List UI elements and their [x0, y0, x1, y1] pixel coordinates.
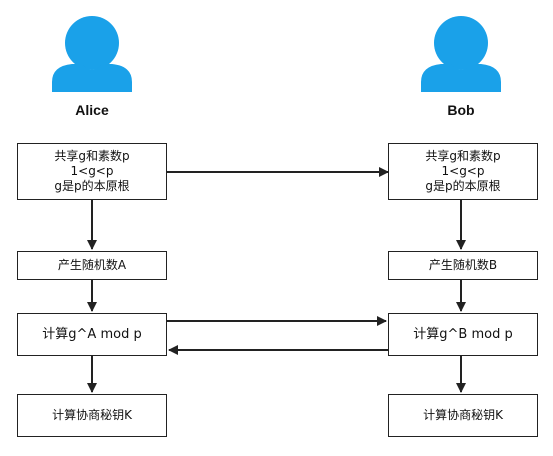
alice-shared-line-3: g是p的本原根 [54, 179, 130, 193]
bob-key-box: 计算协商秘钥K [388, 394, 538, 437]
alice-random-label: 产生随机数A [57, 258, 127, 272]
bob-key-label: 计算协商秘钥K [423, 408, 503, 422]
bob-shared-params-box: 共享g和素数p 1<g<p g是p的本原根 [388, 143, 538, 200]
alice-random-box: 产生随机数A [17, 251, 167, 280]
alice-shared-line-1: 共享g和素数p [54, 149, 130, 163]
bob-compute-box: 计算g^B mod p [388, 313, 538, 356]
bob-random-box: 产生随机数B [388, 251, 538, 280]
bob-compute-label: 计算g^B mod p [413, 327, 513, 342]
alice-compute-box: 计算g^A mod p [17, 313, 167, 356]
bob-random-label: 产生随机数B [428, 258, 498, 272]
alice-key-box: 计算协商秘钥K [17, 394, 167, 437]
alice-user-icon [52, 16, 132, 92]
bob-shared-line-1: 共享g和素数p [425, 149, 501, 163]
bob-user-icon [421, 16, 501, 92]
alice-name: Alice [75, 102, 109, 118]
alice-shared-line-2: 1<g<p [70, 164, 114, 178]
alice-shared-params-box: 共享g和素数p 1<g<p g是p的本原根 [17, 143, 167, 200]
bob-name: Bob [447, 102, 475, 118]
bob-shared-line-2: 1<g<p [441, 164, 485, 178]
alice-key-label: 计算协商秘钥K [52, 408, 132, 422]
bob-shared-line-3: g是p的本原根 [425, 179, 501, 193]
alice-compute-label: 计算g^A mod p [42, 327, 142, 342]
